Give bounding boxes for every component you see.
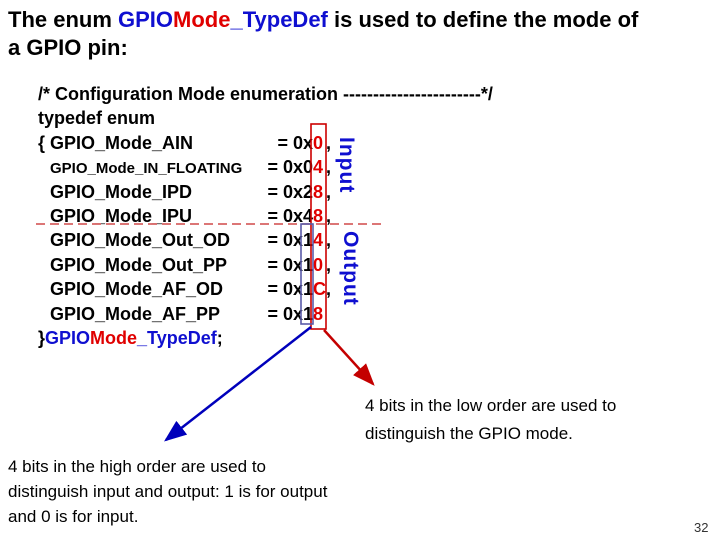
closing-typedef: _TypeDef	[137, 327, 217, 348]
enum-value-low-nibble: 8	[313, 205, 324, 226]
enum-value-prefix: = 0x	[277, 132, 313, 153]
code-row: GPIO_Mode_Out_OD = 0x1 4 ,	[38, 230, 598, 254]
enum-value-low-nibble: 8	[313, 181, 324, 202]
enum-value-prefix: = 0x1	[267, 230, 313, 251]
closing-semicolon: ;	[216, 327, 223, 348]
enum-value-prefix: = 0x1	[267, 303, 313, 324]
enum-value-prefix: = 0x1	[267, 254, 313, 275]
enum-name: GPIO_Mode_Out_PP	[50, 254, 228, 275]
enum-comma: ,	[326, 157, 332, 178]
enum-value-prefix: = 0x1	[267, 279, 313, 300]
enum-name: { GPIO_Mode_AIN	[38, 132, 194, 153]
title-line-2: a GPIO pin:	[8, 35, 128, 60]
enum-value-low-nibble: 4	[313, 157, 324, 178]
enum-value-low-nibble: C	[313, 279, 326, 300]
enum-comma: ,	[326, 254, 332, 275]
code-row: GPIO_Mode_AF_PP = 0x1 8	[38, 304, 598, 328]
enum-value-low-nibble: 8	[313, 303, 324, 324]
enum-value-low-nibble: 0	[313, 254, 324, 275]
title-line-1: The enum GPIOMode_TypeDef is used to def…	[8, 6, 708, 34]
enum-name: GPIO_Mode_AF_PP	[50, 303, 221, 324]
enum-name: GPIO_Mode_IPD	[50, 181, 193, 202]
enum-comma: ,	[326, 132, 332, 153]
enum-name: GPIO_Mode_IN_FLOATING	[50, 160, 243, 178]
page-number: 32	[694, 520, 709, 535]
enum-name: GPIO_Mode_IPU	[50, 205, 193, 226]
enum-value-prefix: = 0x2	[267, 181, 313, 202]
code-row: GPIO_Mode_IPD = 0x2 8 ,	[38, 182, 598, 206]
title-text: The enum	[8, 7, 119, 32]
enum-value-low-nibble: 4	[313, 230, 324, 251]
code-row: GPIO_Mode_Out_PP = 0x1 0 ,	[38, 255, 598, 279]
code-comment: /* Configuration Mode enumeration ------…	[38, 84, 493, 104]
title-typedef-highlight: _TypeDef	[230, 7, 328, 32]
low-order-annotation: 4 bits in the low order are used to dist…	[365, 396, 617, 443]
title-text-tail: is used to define the mode of	[327, 7, 639, 32]
enum-comma: ,	[326, 205, 332, 226]
code-closing-line: }GPIOMode_TypeDef;	[38, 328, 598, 352]
code-typedef: typedef enum	[38, 108, 156, 129]
enum-value-prefix: = 0x0	[267, 157, 313, 178]
code-row: { GPIO_Mode_AIN = 0x 0 ,	[38, 133, 598, 157]
enum-name: GPIO_Mode_AF_OD	[50, 279, 224, 300]
closing-gpio: GPIO	[45, 327, 91, 348]
closing-mode: Mode	[90, 327, 138, 348]
title-mode-highlight: Mode	[173, 7, 231, 32]
enum-comma: ,	[326, 181, 332, 202]
input-group-label: Input	[335, 137, 358, 194]
code-row: GPIO_Mode_IPU = 0x4 8 ,	[38, 206, 598, 230]
slide-title: The enum GPIOMode_TypeDef is used to def…	[8, 6, 708, 62]
enum-value-low-nibble: 0	[313, 132, 324, 153]
code-block: /* Configuration Mode enumeration ------…	[38, 84, 598, 352]
code-row: GPIO_Mode_IN_FLOATING = 0x0 4 ,	[38, 157, 598, 181]
high-order-annotation: 4 bits in the high order are used to dis…	[8, 457, 328, 526]
enum-value-prefix: = 0x4	[267, 205, 313, 226]
title-gpio-highlight: GPIO	[118, 7, 174, 32]
enum-name: GPIO_Mode_Out_OD	[50, 230, 231, 251]
enum-comma: ,	[326, 279, 332, 300]
output-group-label: Output	[339, 231, 362, 306]
enum-comma: ,	[326, 230, 332, 251]
closing-brace: }	[38, 327, 46, 348]
code-row: GPIO_Mode_AF_OD = 0x1 C ,	[38, 279, 598, 303]
